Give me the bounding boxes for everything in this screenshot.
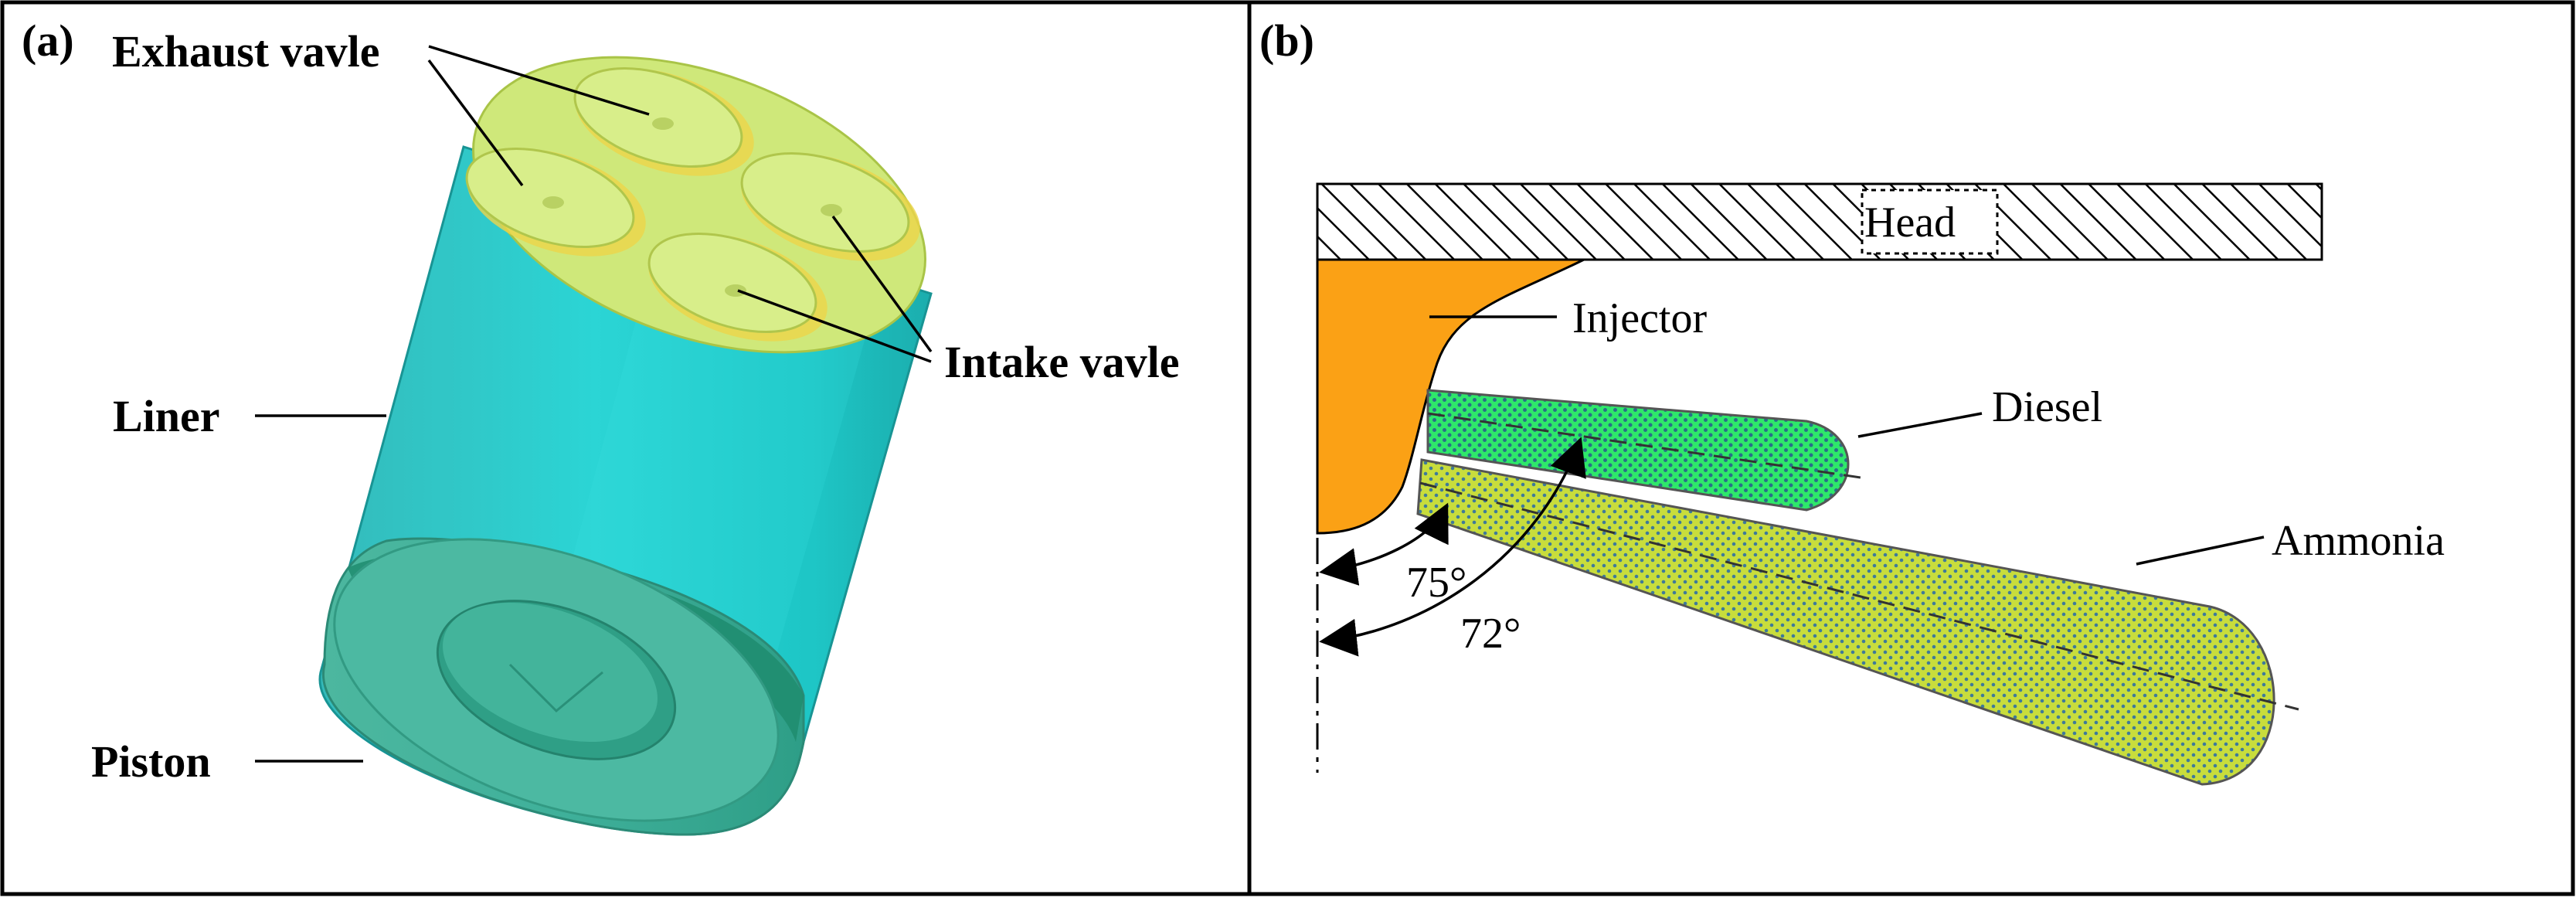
leader-exhaust-left [427,59,524,187]
panel-a: (a) [22,15,1180,836]
ammonia-spray [1416,458,2299,786]
label-head: Head [1864,199,1956,246]
diesel-spray [1426,389,1861,512]
valve-left [465,147,646,257]
valve-bottom [647,232,828,342]
leader-exhaust-top [428,45,650,116]
head-wall: Head [1316,182,2323,261]
label-ammonia: Ammonia [2272,517,2445,565]
piston [321,537,805,836]
label-piston: Piston [91,736,211,787]
panel-b-label: (b) [1259,15,1314,66]
panel-b: (b) Head [1259,15,2445,786]
leader-intake-bottom [737,289,932,363]
label-angle-diesel: 75° [1406,559,1466,607]
label-injector: Injector [1572,294,1707,342]
valve-right [740,151,920,261]
label-liner: Liner [113,391,220,441]
leader-intake-right [831,215,933,353]
label-exhaust-valve: Exhaust vavle [112,26,379,76]
leader-diesel [1857,412,1983,438]
cylinder-head [465,56,926,354]
label-angle-ammonia: 72° [1460,610,1521,658]
label-intake-valve: Intake vavle [944,337,1180,387]
panel-a-label: (a) [22,15,74,66]
valve-top [573,66,754,176]
panel-b-frame [1247,0,2575,896]
leader-ammonia [2136,536,2265,566]
angle-arcs [1319,437,1586,657]
label-diesel: Diesel [1992,383,2102,431]
